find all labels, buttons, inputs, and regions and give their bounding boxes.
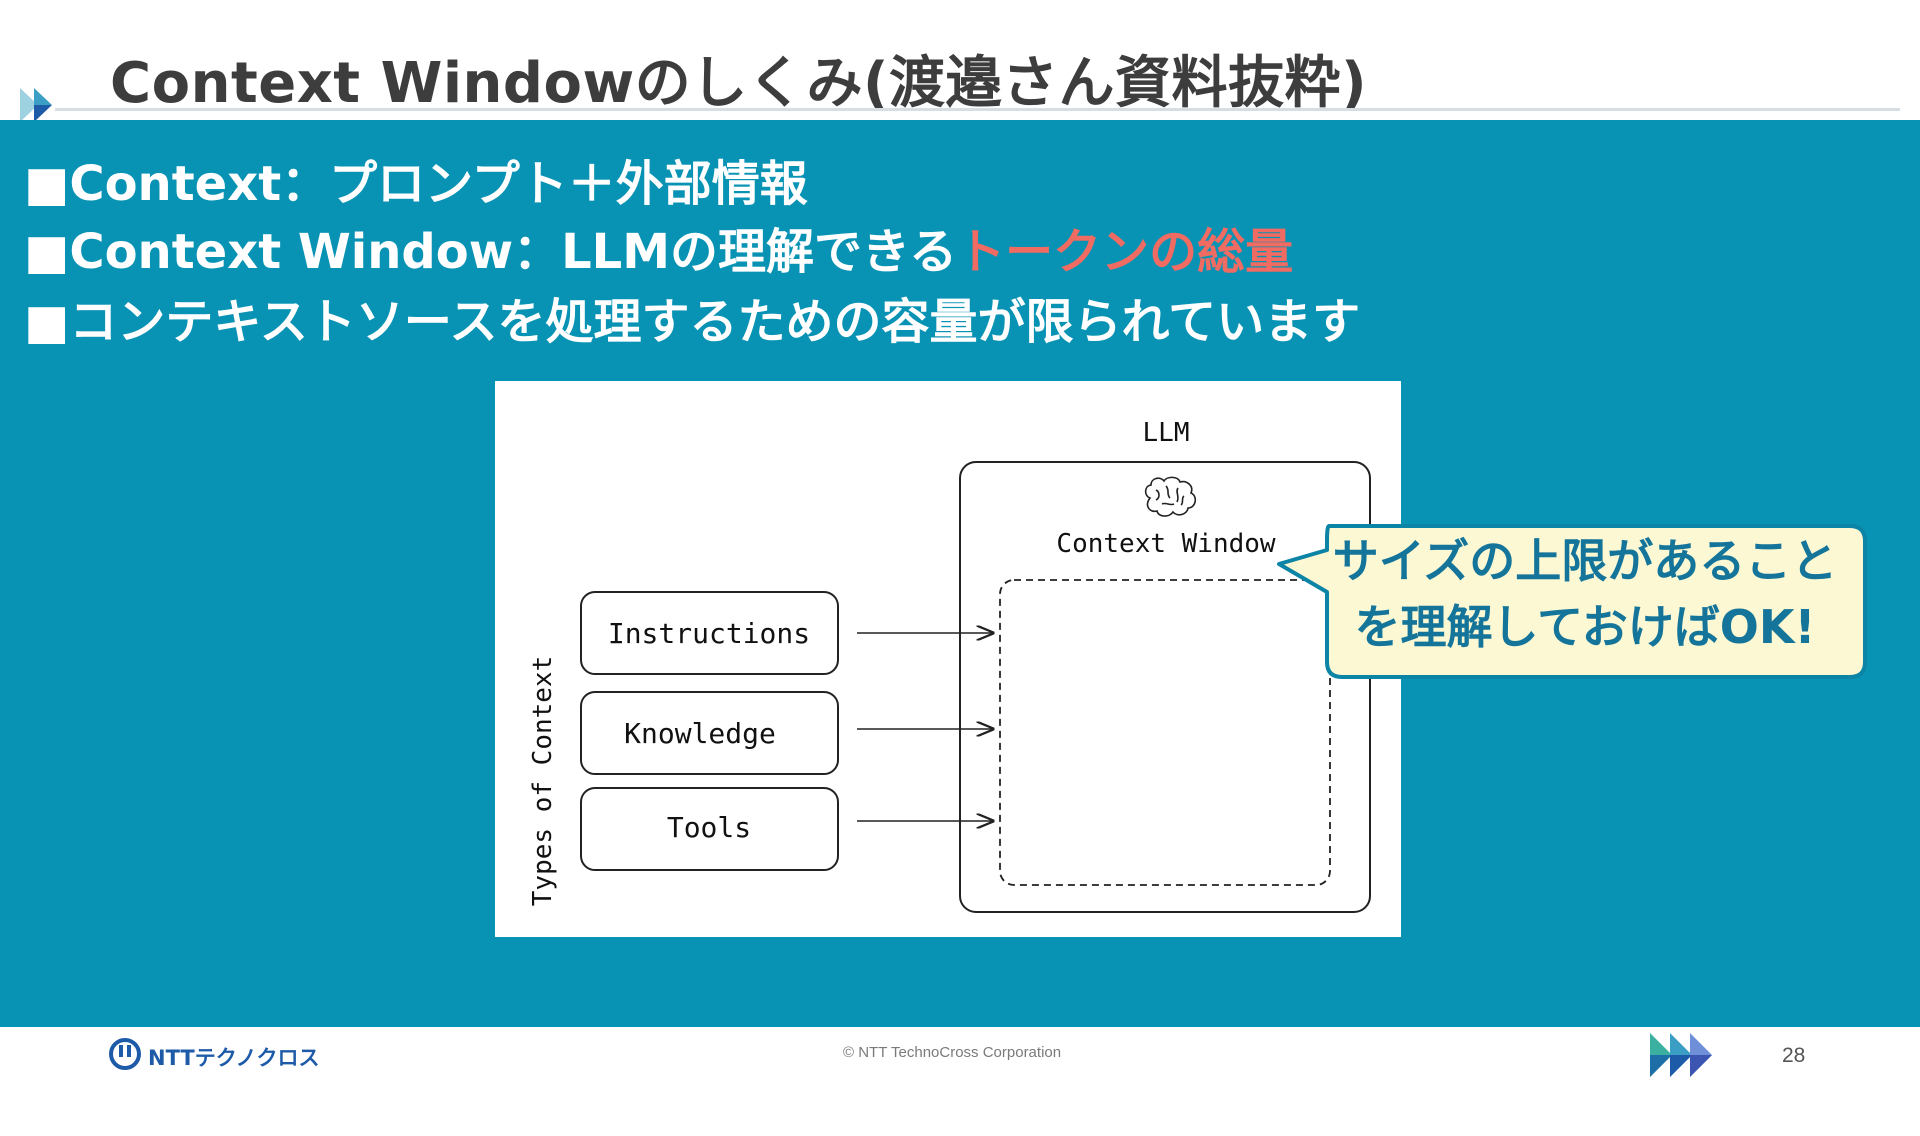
callout-line1: サイズの上限があること	[1332, 534, 1838, 588]
bullet-text: ■Context：プロンプト＋外部情報	[24, 156, 808, 212]
bullet-capacity: ■コンテキストソースを処理するための容量が限られています	[24, 282, 1360, 352]
footer	[0, 1027, 1920, 1080]
tools-label: Tools	[667, 811, 751, 844]
brain-icon	[1144, 476, 1197, 517]
context-window-box	[999, 579, 1331, 886]
llm-label: LLM	[1143, 418, 1190, 448]
bullet-text: ■コンテキストソースを処理するための容量が限られています	[24, 294, 1361, 350]
llm-box	[959, 461, 1371, 913]
bullet-context-window: ■Context Window：LLMの理解できるトークンの総量	[24, 212, 1293, 282]
ntt-logo-icon	[109, 1038, 141, 1070]
instructions-box	[580, 591, 839, 675]
knowledge-label: Knowledge	[624, 717, 776, 750]
tools-box	[580, 787, 839, 871]
callout-text: サイズの上限があること を理解しておけばOK!	[1300, 528, 1870, 660]
logo-text: NTTテクノクロス	[148, 1046, 320, 1070]
context-diagram: LLM Context Window Types of Context Inst…	[495, 381, 1401, 937]
types-of-context-label: Types of Context	[528, 656, 558, 906]
page-number: 28	[1782, 1044, 1806, 1067]
knowledge-box	[580, 691, 839, 775]
title-divider	[55, 108, 1900, 111]
copyright: © NTT TechnoCross Corporation	[843, 1044, 1062, 1061]
context-window-label: Context Window	[1056, 529, 1275, 559]
callout-line2: を理解しておけばOK!	[1354, 600, 1816, 654]
title-area: Context Windowのしくみ(渡邉さん資料抜粋)	[0, 0, 1920, 122]
main-panel: ■Context：プロンプト＋外部情報 ■Context Window：LLMの…	[0, 120, 1920, 1136]
instructions-label: Instructions	[608, 617, 810, 650]
source-url[interactable]: https://blog.langchain.com/context-engin…	[600, 1107, 1441, 1136]
title-arrow-marks	[20, 88, 52, 122]
bullet-context: ■Context：プロンプト＋外部情報	[24, 144, 808, 214]
bullet-text: ■Context Window：LLMの理解できる	[24, 224, 958, 280]
footer-arrow-marks	[1650, 1033, 1712, 1077]
slide-title: Context Windowのしくみ(渡邉さん資料抜粋)	[110, 51, 1368, 116]
bullet-highlight: トークンの総量	[957, 224, 1294, 280]
callout-bubble	[1277, 524, 1867, 679]
